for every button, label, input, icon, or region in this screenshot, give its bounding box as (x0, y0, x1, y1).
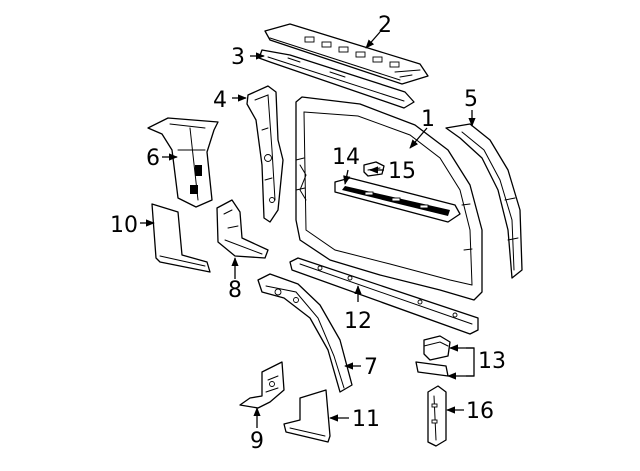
callout-15: 15 (388, 159, 416, 184)
leader-lines (140, 31, 476, 428)
callout-13: 13 (478, 349, 506, 374)
callout-7: 7 (364, 355, 378, 380)
callout-8: 8 (228, 278, 242, 303)
part-7-wheelhouse[interactable] (257, 273, 353, 393)
callout-16: 16 (466, 399, 494, 424)
part-12-sill[interactable] (289, 257, 479, 335)
part-9-small-bracket[interactable] (239, 361, 285, 409)
part-5-rear-pillar[interactable] (445, 123, 523, 279)
callout-2: 2 (378, 13, 392, 38)
part-11-lower-panel[interactable] (283, 389, 331, 443)
callout-4: 4 (213, 88, 227, 113)
callout-10: 10 (110, 213, 138, 238)
leader-1 (409, 127, 428, 149)
callout-12: 12 (344, 309, 372, 334)
callout-6: 6 (146, 146, 160, 171)
callout-labels: 1 2 3 4 5 6 7 8 9 10 11 12 13 14 15 16 (110, 13, 506, 454)
callout-9: 9 (250, 429, 264, 454)
leader-13 (466, 347, 475, 377)
callout-3: 3 (231, 45, 245, 70)
callout-14: 14 (332, 145, 360, 170)
part-8-bracket[interactable] (216, 199, 269, 259)
leader-14 (343, 169, 351, 185)
part-13-block[interactable] (415, 335, 451, 377)
callout-5: 5 (464, 87, 478, 112)
part-4-pillar-inner[interactable] (246, 85, 284, 223)
leader-2 (365, 31, 381, 49)
part-2-roof-header[interactable] (264, 23, 429, 85)
part-16-strip[interactable] (427, 385, 447, 447)
part-15-clip[interactable] (363, 161, 385, 177)
callout-11: 11 (352, 407, 380, 432)
part-6-pillar-bracket[interactable] (147, 117, 219, 208)
part-10-lower-trim[interactable] (151, 203, 211, 273)
callout-1: 1 (421, 107, 435, 132)
